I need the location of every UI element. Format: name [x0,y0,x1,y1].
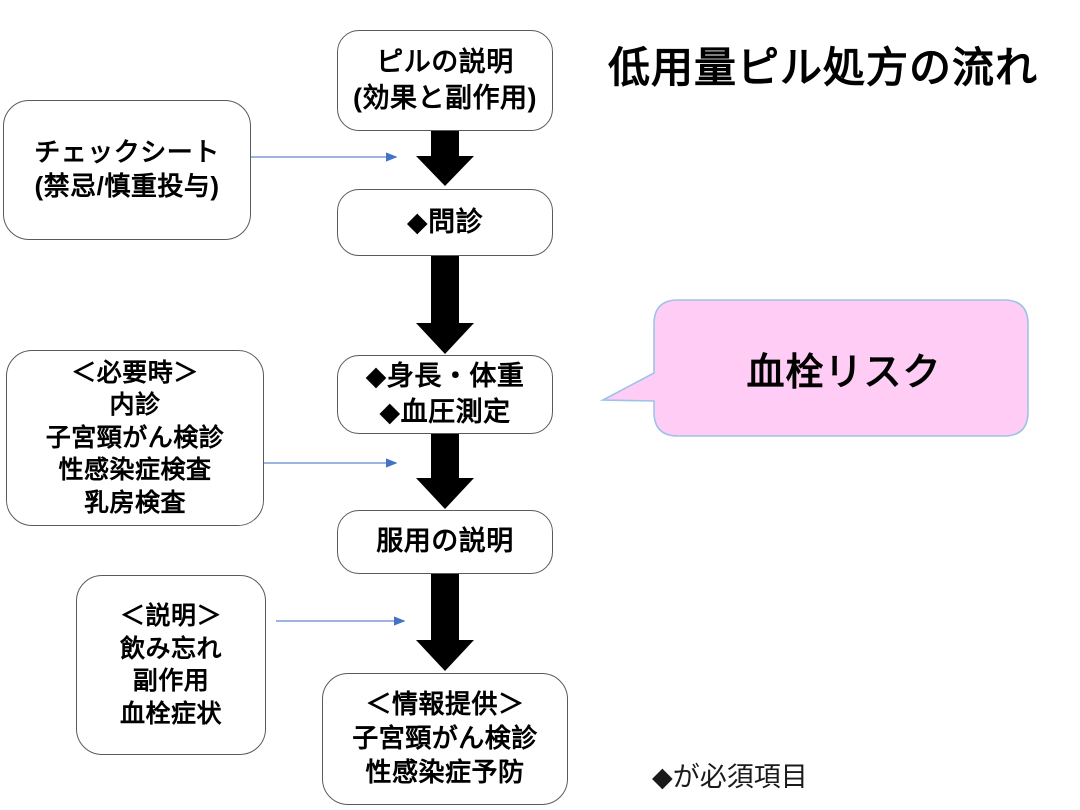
flow-node-line: ◆身長・体重 [365,361,525,392]
flow-node-explanation-items[interactable]: ＜説明＞ 飲み忘れ 副作用 血栓症状 [76,575,266,755]
flow-node-line: 子宮頸がん検診 [45,423,225,452]
flow-node-line: 血栓症状 [119,699,222,728]
flow-node-line: (効果と副作用) [353,82,537,113]
flow-node-line: 内診 [109,391,161,420]
flow-node-line: 乳房検査 [83,488,186,517]
down-arrow-icon-2 [416,256,474,354]
flow-node-line: ＜説明＞ [119,602,222,630]
page-title: 低用量ピル処方の流れ [608,44,1039,91]
flow-node-line: 子宮頸がん検診 [352,723,538,754]
callout-bubble-shape [600,299,1029,437]
callout-label: 血栓リスク [746,351,942,394]
flow-node-line: 飲み忘れ [119,634,222,663]
flow-node-line: 性感染症検査 [58,456,212,485]
flow-node-line: 服用の説明 [376,526,514,557]
down-arrow-icon-4 [416,574,474,671]
flow-node-line: ピルの説明 [376,47,514,78]
flow-node-dosing-explanation[interactable]: 服用の説明 [337,510,553,574]
flow-node-line: ◆血圧測定 [379,396,511,427]
down-arrow-icon-3 [416,434,474,509]
flow-node-line: チェックシート [34,137,220,168]
flow-node-line: (禁忌/慎重投与) [34,171,220,201]
flow-node-interview[interactable]: ◆問診 [337,189,553,256]
footnote-required-items: ◆が必須項目 [652,762,808,792]
flow-node-when-needed[interactable]: ＜必要時＞ 内診 子宮頸がん検診 性感染症検査 乳房検査 [6,350,264,526]
flow-node-vitals[interactable]: ◆身長・体重 ◆血圧測定 [337,355,553,434]
flow-node-line: ＜情報提供＞ [365,689,525,720]
flow-node-line: ◆問診 [406,206,484,237]
flow-node-information-provision[interactable]: ＜情報提供＞ 子宮頸がん検診 性感染症予防 [322,673,568,805]
flow-node-line: ＜必要時＞ [71,358,199,387]
flow-node-check-sheet[interactable]: チェックシート (禁忌/慎重投与) [3,100,251,240]
down-arrow-icon-1 [416,131,474,186]
flow-node-line: 副作用 [132,667,210,695]
flow-node-line: 性感染症予防 [365,756,525,787]
callout-thrombosis-risk[interactable]: 血栓リスク [600,298,1030,438]
flow-node-pill-explanation[interactable]: ピルの説明 (効果と副作用) [337,30,553,131]
